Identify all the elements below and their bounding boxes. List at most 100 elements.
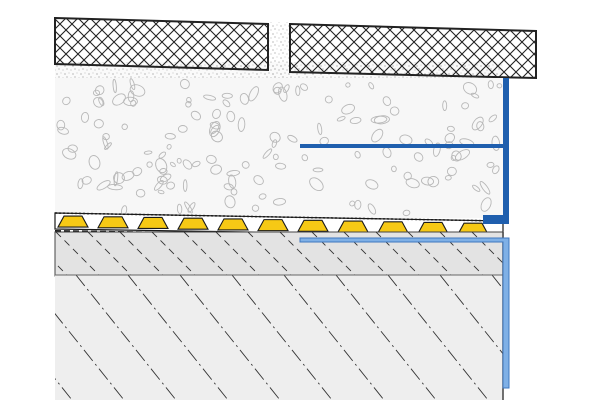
slab-hatch-line — [55, 313, 125, 400]
aggregate-pebble — [81, 176, 92, 185]
tile-right — [289, 22, 537, 80]
aggregate-pebble — [93, 97, 104, 108]
aggregate-pebble — [166, 144, 172, 150]
aggregate-pebble — [241, 161, 250, 169]
aggregate-pebble — [164, 133, 176, 140]
aggregate-pebble — [479, 181, 491, 195]
aggregate-pebble — [251, 204, 260, 212]
aggregate-pebble — [190, 110, 201, 121]
aggregate-pebble — [450, 154, 457, 161]
aggregate-pebble — [301, 154, 309, 162]
aggregate-pebble — [98, 96, 105, 107]
aggregate-pebble — [121, 123, 128, 131]
aggregate-pebble — [491, 135, 501, 151]
aggregate-pebble — [444, 175, 452, 181]
aggregate-pebble — [226, 110, 236, 123]
subfloor-hatch-line — [504, 232, 548, 276]
aggregate-pebble — [354, 150, 361, 159]
subfloor-hatch-line — [439, 232, 485, 276]
aggregate-pebble — [309, 177, 324, 192]
slab-hatch-line — [335, 275, 437, 400]
subfloor-hatch-line — [375, 232, 421, 276]
aggregate-pebble — [158, 151, 167, 159]
subfloor-hatch-line — [279, 232, 325, 276]
aggregate-pebble — [275, 162, 287, 170]
aggregate-pebble — [203, 94, 217, 101]
aggregate-pebble — [488, 114, 498, 123]
aggregate-pebble — [210, 164, 222, 175]
aggregate-pebble — [182, 159, 193, 170]
subfloor-hatch-line — [55, 232, 101, 276]
slab-hatch-line — [127, 275, 229, 400]
aggregate-pebble — [93, 119, 104, 129]
aggregate-pebble — [177, 125, 188, 133]
subfloor-hatch-line — [407, 232, 453, 276]
aggregate-pebble — [391, 165, 397, 173]
aggregate-pebble — [80, 111, 90, 123]
aggregate-pebble — [127, 90, 135, 103]
slab-hatch-line — [283, 275, 385, 400]
aggregate-pebble — [179, 78, 190, 90]
aggregate-pebble — [102, 136, 109, 150]
aggregate-pebble — [273, 86, 282, 95]
aggregate-pebble — [470, 92, 480, 99]
slab-hatch-line — [55, 378, 73, 400]
aggregate-pebble — [94, 85, 105, 96]
aggregate-pebble — [223, 183, 234, 191]
aggregate-pebble — [239, 93, 250, 105]
aggregate-pebble — [112, 78, 117, 94]
aggregate-pebble — [176, 203, 183, 215]
aggregate-pebble — [166, 181, 176, 190]
edge-profile-anchor-leg — [300, 144, 506, 148]
aggregate-pebble — [368, 82, 375, 90]
aggregate-pebble — [143, 150, 153, 155]
uncoupling-membrane — [54, 212, 504, 239]
aggregate-pebble — [442, 100, 448, 112]
aggregate-pebble — [462, 82, 478, 95]
tile-joint — [268, 22, 290, 78]
aggregate-pebble — [135, 188, 146, 198]
aggregate-pebble — [405, 178, 420, 189]
aggregate-pebble — [156, 175, 168, 185]
aggregate-pebble — [471, 116, 484, 131]
aggregate-pebble — [155, 158, 168, 174]
slab-hatch-line — [0, 275, 20, 400]
aggregate-pebble — [96, 180, 111, 191]
membrane-stud — [97, 216, 129, 229]
lower-profile — [299, 237, 510, 389]
aggregate-pebble — [123, 96, 138, 107]
aggregate-pebble — [345, 82, 351, 88]
slab-hatch-line — [439, 275, 503, 355]
aggregate-pebble — [402, 209, 411, 217]
edge-profile-vertical — [503, 78, 509, 224]
aggregate-pebble — [349, 200, 356, 207]
aggregate-pebble — [77, 178, 84, 190]
aggregate-pebble — [444, 132, 455, 144]
aggregate-pebble — [492, 165, 500, 175]
membrane-stud — [297, 219, 329, 232]
aggregate-pebble — [367, 203, 377, 215]
aggregate-pebble — [336, 116, 346, 122]
subfloor-hatch-line — [183, 232, 229, 276]
subfloor-hatch-line — [0, 232, 36, 276]
membrane-stud — [137, 216, 169, 230]
membrane-top-edge — [54, 212, 504, 222]
aggregate-pebble — [317, 122, 323, 136]
aggregate-pebble — [354, 199, 362, 210]
aggregate-pebble — [121, 170, 135, 181]
aggregate-pebble — [192, 160, 201, 168]
aggregate-pebble — [427, 175, 440, 188]
subfloor-hatch-line — [311, 232, 357, 276]
aggregate-pebble — [62, 147, 77, 160]
aggregate-pebble — [389, 106, 400, 116]
aggregate-pebble — [186, 96, 192, 104]
aggregate-pebble — [258, 193, 267, 200]
aggregate-pebble — [341, 103, 355, 115]
aggregate-pebble — [210, 130, 223, 143]
aggregate-pebble — [312, 167, 324, 173]
screed-aggregate — [56, 78, 503, 217]
aggregate-pebble — [278, 86, 288, 102]
aggregate-pebble — [461, 102, 470, 110]
aggregate-pebble — [287, 134, 298, 143]
